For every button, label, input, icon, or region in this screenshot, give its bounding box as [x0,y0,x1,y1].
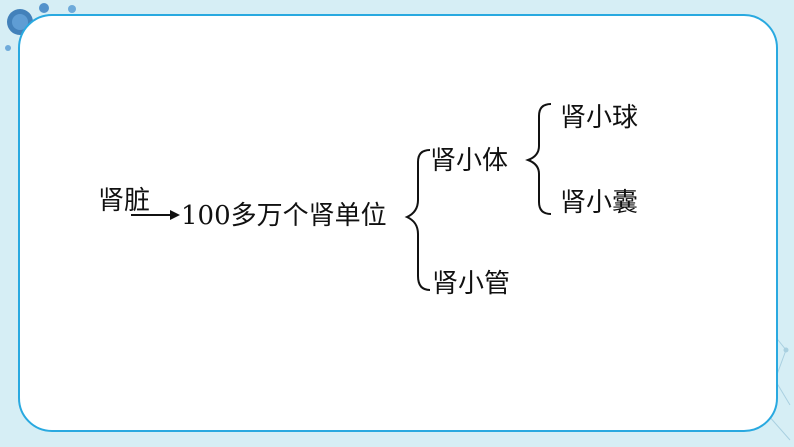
renal-tubule-label: 肾小管 [432,269,511,299]
content-card [18,14,778,432]
bowman-capsule-label: 肾小囊 [560,188,639,218]
kidney-label: 肾脏 [98,186,151,216]
glomerulus-label: 肾小球 [560,103,639,133]
virus-icon [5,3,76,51]
renal-corpuscle-label: 肾小体 [430,146,509,176]
arrow [131,210,180,220]
brace-nephron [404,149,431,291]
nephron-count-label: 100多万个肾单位 [181,201,387,231]
brace-corpuscle [525,103,552,215]
